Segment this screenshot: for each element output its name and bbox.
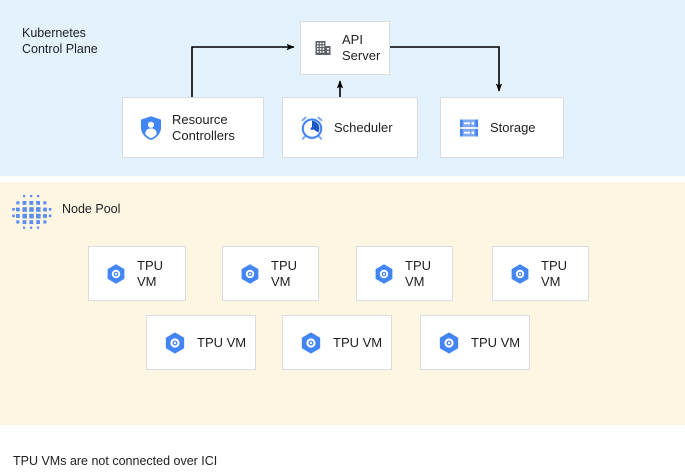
tpu-vm-label: TPU VM [137, 257, 163, 289]
tpu-vm-box[interactable]: TPU VM [492, 246, 589, 301]
node-scheduler-label: Scheduler [334, 119, 393, 135]
diagram-caption: TPU VMs are not connected over ICI [13, 454, 218, 468]
hexagon-gear-icon [439, 331, 459, 354]
shield-user-icon [141, 115, 161, 140]
tpu-vm-label: TPU VM [405, 257, 431, 289]
node-pool-panel [0, 182, 685, 425]
tpu-vm-label: TPU VM [197, 334, 247, 350]
node-storage-label: Storage [490, 119, 536, 135]
server-rack-icon [460, 119, 478, 136]
tpu-vm-box[interactable]: TPU VM [420, 315, 530, 370]
hexagon-gear-icon [241, 263, 259, 284]
tpu-vm-label: TPU VM [333, 334, 383, 350]
node-pool-title: Node Pool [62, 202, 121, 216]
hexagon-gear-icon [301, 331, 321, 354]
hexagon-gear-icon [165, 331, 185, 354]
node-api-server[interactable]: API Server [300, 21, 390, 75]
node-scheduler[interactable]: Scheduler [282, 97, 418, 158]
tpu-vm-box[interactable]: TPU VM [146, 315, 256, 370]
tpu-vm-box[interactable]: TPU VM [282, 315, 392, 370]
hexagon-gear-icon [375, 263, 393, 284]
tpu-vm-box[interactable]: TPU VM [222, 246, 319, 301]
tpu-vm-label: TPU VM [541, 257, 567, 289]
node-api-server-label: API Server [342, 32, 381, 63]
alarm-clock-icon [301, 116, 323, 140]
tpu-vm-box[interactable]: TPU VM [88, 246, 186, 301]
hexagon-gear-icon [511, 263, 529, 284]
node-resource-controllers-label: Resource Controllers [172, 111, 235, 143]
tpu-vm-label: TPU VM [471, 334, 521, 350]
hexagon-gear-icon [107, 263, 125, 284]
control-plane-title: Kubernetes Control Plane [22, 26, 98, 56]
tpu-vm-label: TPU VM [271, 257, 297, 289]
dot-cluster-icon [12, 195, 52, 229]
tpu-vm-box[interactable]: TPU VM [356, 246, 453, 301]
node-storage[interactable]: Storage [440, 97, 564, 158]
building-icon [315, 41, 331, 55]
node-resource-controllers[interactable]: Resource Controllers [122, 97, 264, 158]
